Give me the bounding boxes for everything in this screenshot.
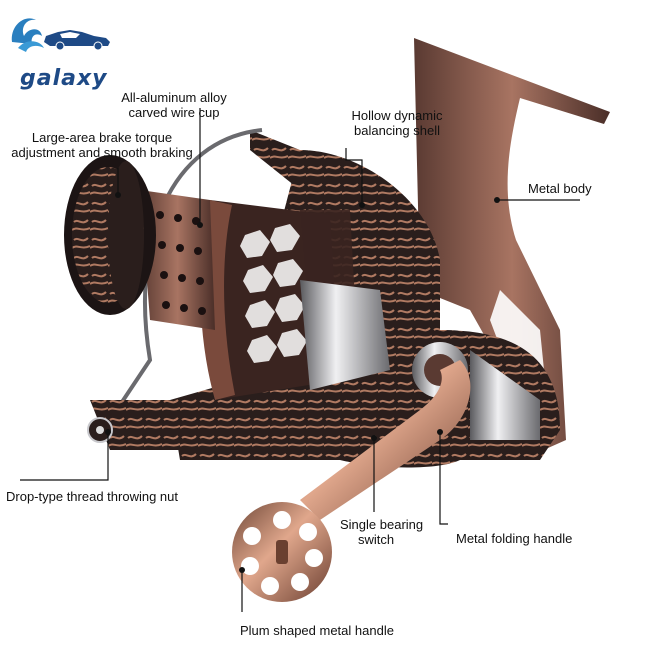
callout-plum-handle: Plum shaped metal handle	[240, 623, 394, 638]
callout-text: adjustment and smooth braking	[11, 145, 193, 160]
brand-text: galaxy	[20, 66, 108, 91]
callout-nut: Drop-type thread throwing nut	[6, 489, 178, 504]
callout-text: balancing shell	[353, 123, 440, 138]
callout-text: Large-area brake torque	[31, 130, 173, 145]
callout-text: Drop-type thread throwing nut	[6, 489, 178, 504]
callout-bearing: Single bearing switch	[340, 517, 424, 547]
wire-cup	[140, 190, 215, 330]
folding-handle-arm	[300, 360, 471, 520]
callout-text: All-aluminum alloy	[121, 90, 227, 105]
callout-lines	[20, 108, 580, 612]
callout-text: Plum shaped metal handle	[240, 623, 394, 638]
callout-text: Metal body	[528, 181, 592, 196]
callout-text: Metal folding handle	[456, 531, 573, 546]
callout-text: carved wire cup	[128, 105, 220, 120]
callout-folding-handle: Metal folding handle	[456, 531, 572, 546]
wave-car-logo-icon	[11, 18, 110, 52]
brand-logo: galaxy	[6, 8, 118, 96]
callout-text: Single bearing	[340, 517, 424, 532]
callout-wire-cup: All-aluminum alloy carved wire cup	[108, 90, 240, 120]
callout-text: Hollow dynamic	[351, 108, 443, 123]
metal-body-stem	[414, 38, 610, 448]
callout-text: switch	[357, 532, 395, 547]
callout-shell: Hollow dynamic balancing shell	[338, 108, 456, 138]
callout-brake: Large-area brake torque adjustment and s…	[2, 130, 202, 160]
balancing-shell	[250, 130, 425, 320]
callout-body: Metal body	[528, 181, 592, 196]
